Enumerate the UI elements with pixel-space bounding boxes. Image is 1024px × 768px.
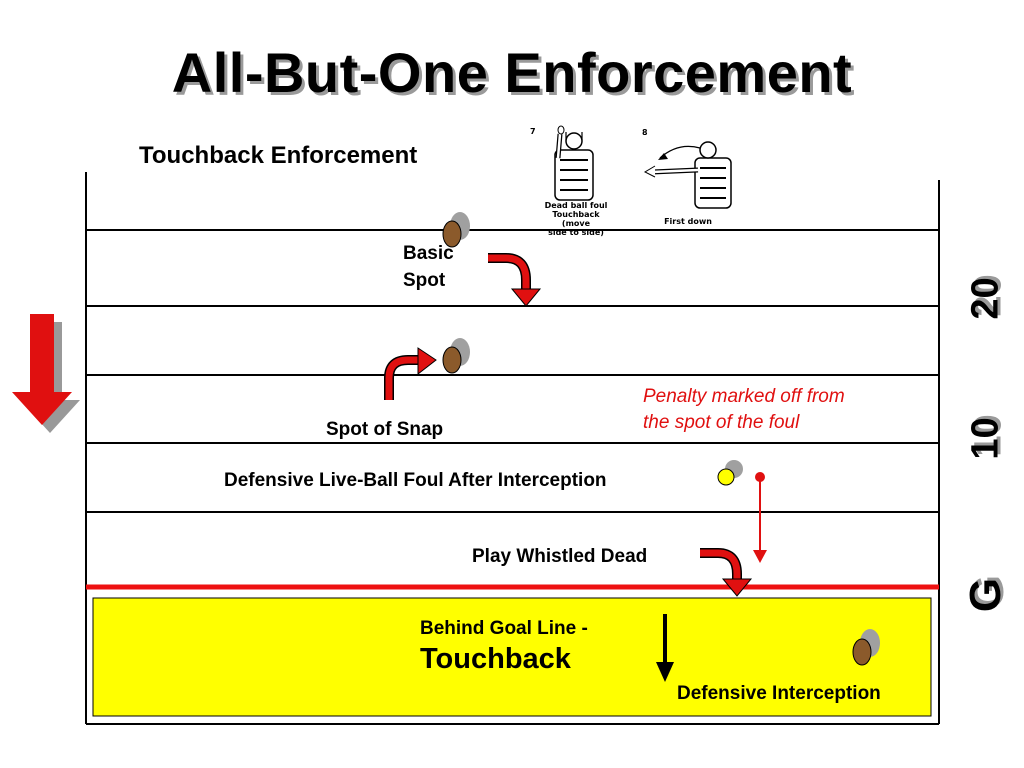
interception-foul-label: Defensive Live-Ball Foul After Intercept… bbox=[224, 470, 607, 491]
signal-caption: First down bbox=[664, 217, 712, 226]
defensive-interception-label: Defensive Interception bbox=[677, 683, 881, 704]
goal-line-label: Behind Goal Line - Touchback bbox=[420, 618, 588, 675]
yard-marker-20: 20 bbox=[964, 277, 1007, 320]
penalty-arrow-icon bbox=[753, 472, 767, 563]
signal-number: 8 bbox=[642, 128, 648, 137]
curved-arrow-icon bbox=[488, 253, 542, 307]
foul-spot-icon bbox=[717, 460, 743, 486]
touchback-arrow-icon bbox=[656, 614, 674, 682]
curved-arrow-icon bbox=[700, 548, 753, 597]
curved-arrow-icon bbox=[384, 347, 437, 400]
play-whistled-dead-label: Play Whistled Dead bbox=[472, 546, 648, 567]
football-icon bbox=[442, 338, 470, 374]
yard-marker-10: 10 bbox=[964, 417, 1007, 460]
referee-signal-7-icon bbox=[554, 125, 594, 201]
signal-number: 7 bbox=[530, 127, 536, 136]
direction-arrow-icon bbox=[12, 314, 80, 433]
football-icon bbox=[852, 629, 880, 666]
end-zone bbox=[92, 597, 932, 717]
referee-signal-8-icon bbox=[643, 141, 732, 209]
spot-of-snap-label: Spot of Snap bbox=[326, 419, 444, 440]
subtitle: Touchback Enforcement bbox=[139, 142, 418, 169]
penalty-note: Penalty marked off from the spot of the … bbox=[643, 386, 845, 433]
signal-caption: Dead ball foul Touchback (move side to s… bbox=[544, 201, 608, 237]
football-icon bbox=[442, 212, 470, 248]
basic-spot-label: Basic Spot bbox=[403, 243, 454, 291]
yard-marker-goal: G bbox=[961, 577, 1010, 613]
page-title: All-But-One Enforcement bbox=[171, 41, 853, 104]
